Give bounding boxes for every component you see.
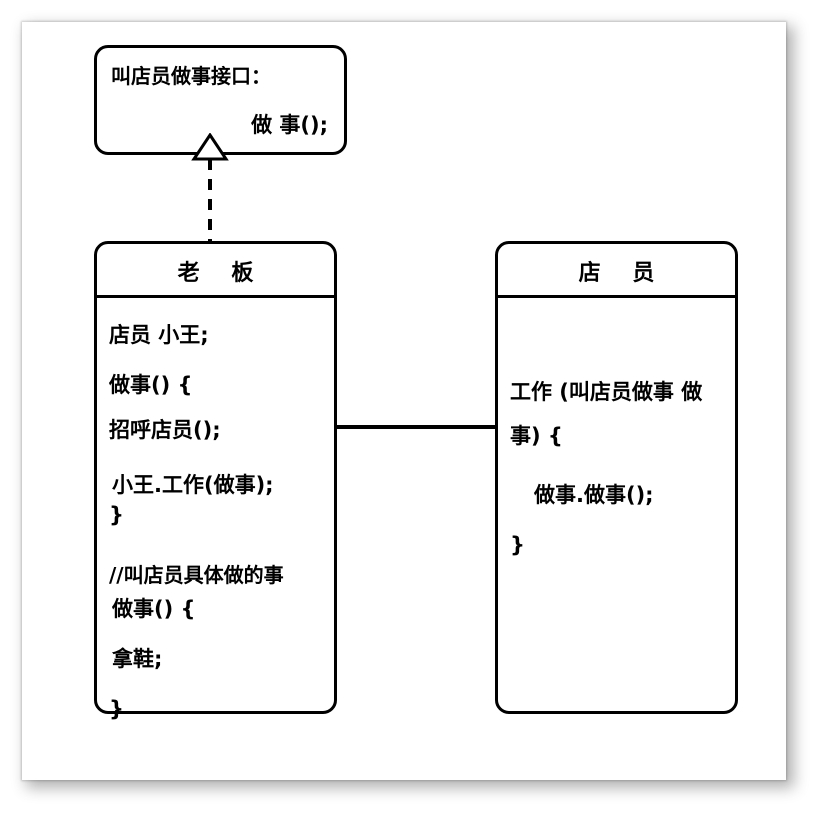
clerk-member-line: 做事.做事();	[534, 483, 654, 507]
boss-member-line: 招呼店员();	[109, 418, 221, 442]
boss-member-line: 小王.工作(做事);	[112, 473, 274, 497]
boss-title-divider	[97, 295, 334, 298]
boss-member-line: 拿鞋;	[112, 647, 163, 671]
interface-class-box[interactable]: 叫店员做事接口： 做 事();	[94, 45, 347, 155]
association-connector	[335, 425, 497, 429]
boss-member-line: }	[109, 503, 124, 527]
diagram-paper: 叫店员做事接口： 做 事(); 老 板 店员 小王; 做事() { 招呼店员()…	[22, 22, 786, 780]
clerk-class-title: 店 员	[578, 261, 667, 286]
clerk-class-box[interactable]: 店 员 工作 (叫店员做事 做事) { 做事.做事(); }	[495, 241, 738, 714]
boss-member-line: 做事() {	[109, 373, 193, 397]
realization-connector	[190, 132, 230, 245]
clerk-method-signature: 工作 (叫店员做事 做事) {	[510, 380, 703, 448]
boss-class-title: 老 板	[177, 261, 266, 286]
boss-comment-line: //叫店员具体做的事	[109, 563, 284, 587]
interface-method-label: 做 事();	[251, 113, 328, 137]
boss-member-line: }	[109, 697, 124, 721]
boss-class-box[interactable]: 老 板 店员 小王; 做事() { 招呼店员(); 小王.工作(做事); } /…	[94, 241, 337, 721]
clerk-member-line: }	[510, 533, 525, 557]
realization-arrow-icon	[191, 132, 229, 245]
boss-member-line: 做事() {	[112, 597, 196, 621]
boss-member-line: 店员 小王;	[109, 323, 209, 347]
interface-name-label: 叫店员做事接口：	[111, 64, 271, 88]
clerk-title-divider	[498, 295, 735, 298]
